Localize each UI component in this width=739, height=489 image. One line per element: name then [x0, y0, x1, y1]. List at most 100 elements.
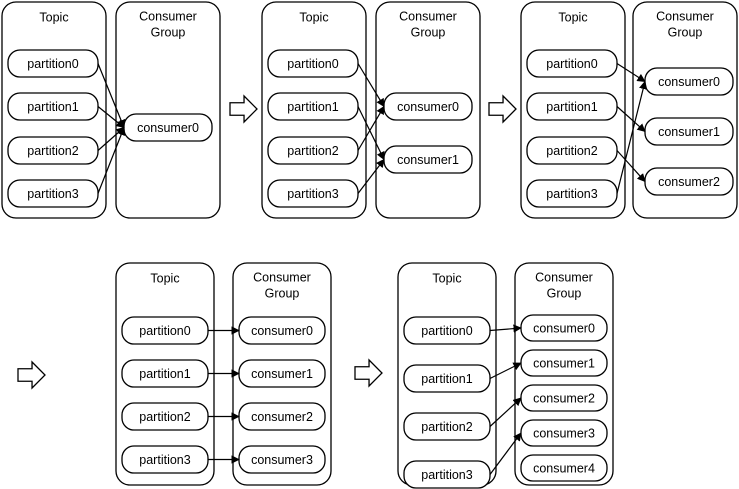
topic-container: Topic partition0 partition1 partition2 parti… [261, 1, 367, 219]
consumer-group-title-line2: Group [265, 286, 300, 300]
partition-label: partition1 [287, 100, 338, 114]
consumer-node[interactable]: consumer0 [520, 314, 608, 342]
consumer-node[interactable]: consumer3 [520, 419, 608, 447]
partition-node[interactable]: partition2 [267, 136, 359, 165]
panel-1: Topic partition0 partition1 partition2 parti… [1, 1, 221, 219]
consumer-node[interactable]: consumer0 [238, 316, 326, 345]
consumer-node[interactable]: consumer0 [123, 113, 213, 142]
partition-label: partition2 [546, 144, 597, 158]
consumer-node[interactable]: consumer1 [383, 145, 473, 174]
assignment-link-partition2-to-consumer2 [489, 397, 522, 427]
topic-container: Topic partition0 partition1 partition2 parti… [397, 262, 497, 489]
consumer-group-title-line1: Consumer [535, 270, 593, 284]
partition-node[interactable]: partition3 [267, 179, 359, 208]
partition-label: partition1 [546, 100, 597, 114]
partition-node[interactable]: partition3 [7, 179, 99, 208]
consumer-node[interactable]: consumer0 [644, 67, 734, 96]
partition-label: partition1 [421, 372, 472, 386]
step-arrows-layer [17, 94, 517, 390]
partition-label: partition3 [27, 187, 78, 201]
assignment-link-partition3-to-consumer1 [357, 158, 385, 194]
assignment-links [208, 326, 240, 464]
partition-node[interactable]: partition0 [7, 49, 99, 78]
assignment-links [616, 62, 648, 194]
partition-label: partition1 [139, 367, 190, 381]
consumer-group-title-line2: Group [151, 25, 186, 39]
consumer-label: consumer0 [251, 324, 313, 338]
partition-node[interactable]: partition2 [7, 136, 99, 165]
assignment-link-partition0-to-consumer0 [97, 63, 126, 129]
partition-label: partition3 [287, 187, 338, 201]
consumer-group-title-line1: Consumer [253, 270, 311, 284]
topic-title: Topic [150, 271, 179, 285]
partition-node[interactable]: partition1 [121, 359, 209, 388]
assignment-link-partition1-to-consumer1 [616, 106, 646, 133]
consumer-label: consumer2 [658, 175, 720, 189]
partition-node[interactable]: partition3 [121, 445, 209, 474]
consumer-label: consumer0 [658, 75, 720, 89]
partition-label: partition2 [287, 144, 338, 158]
consumer-group-title-line2: Group [547, 286, 582, 300]
consumer-group-title-line1: Consumer [656, 9, 714, 23]
partition-node[interactable]: partition1 [403, 364, 491, 393]
consumer-box[interactable] [520, 454, 608, 482]
consumer-node[interactable]: consumer1 [644, 117, 734, 146]
topic-container: Topic partition0 partition1 partition2 parti… [115, 262, 215, 486]
consumer-node[interactable]: consumer1 [520, 349, 608, 377]
assignment-link-partition2-to-consumer0 [357, 105, 385, 151]
consumer-label: consumer1 [658, 125, 720, 139]
partition-node[interactable]: partition0 [121, 316, 209, 345]
partition-node[interactable]: partition2 [526, 136, 618, 165]
assignment-links [97, 63, 126, 194]
consumer-node[interactable]: consumer0 [383, 92, 473, 121]
consumer-group-container-outline [632, 1, 738, 219]
consumer-label: consumer3 [251, 453, 313, 467]
consumer-label: consumer1 [251, 367, 313, 381]
partition-node[interactable]: partition2 [403, 412, 491, 441]
partition-node[interactable]: partition1 [267, 92, 359, 121]
assignment-links [489, 324, 522, 475]
consumer-label: consumer0 [533, 321, 595, 335]
partition-label: partition3 [546, 187, 597, 201]
partition-label: partition2 [139, 410, 190, 424]
partition-node[interactable]: partition3 [526, 179, 618, 208]
consumer-group-title-line1: Consumer [399, 9, 457, 23]
partition-node[interactable]: partition3 [403, 460, 491, 489]
topic-title: Topic [299, 10, 328, 24]
partition-label: partition3 [139, 453, 190, 467]
assignment-link-partition3-to-consumer0 [97, 126, 126, 194]
topic-container: Topic partition0 partition1 partition2 parti… [1, 1, 107, 219]
partition-label: partition0 [139, 324, 190, 338]
topic-title: Topic [39, 10, 68, 24]
consumer-label: consumer0 [137, 121, 199, 135]
partition-node[interactable]: partition1 [526, 92, 618, 121]
consumer-node[interactable]: consumer2 [238, 402, 326, 431]
assignment-link-partition1-to-consumer0 [97, 106, 125, 129]
consumer-label: consumer3 [533, 426, 595, 440]
partition-node[interactable]: partition1 [7, 92, 99, 121]
partition-node[interactable]: partition0 [267, 49, 359, 78]
assignment-link-partition3-to-consumer0 [616, 80, 648, 194]
consumer-node[interactable]: consumer4 [520, 454, 608, 482]
consumer-node[interactable]: consumer2 [644, 167, 734, 196]
partition-node[interactable]: partition2 [121, 402, 209, 431]
step-arrow-4-5-icon [354, 358, 383, 388]
assignment-link-partition1-to-consumer1 [357, 106, 385, 161]
topic-title: Topic [432, 271, 461, 285]
assignment-link-partition0-to-consumer0 [489, 324, 522, 333]
partition-node[interactable]: partition0 [403, 316, 491, 345]
partition-node[interactable]: partition0 [526, 49, 618, 78]
consumer-group-title-line2: Group [668, 25, 703, 39]
consumer-node[interactable]: consumer1 [238, 359, 326, 388]
partition-label: partition3 [421, 468, 472, 482]
partition-label: partition0 [546, 57, 597, 71]
consumer-node[interactable]: consumer2 [520, 384, 608, 412]
consumer-label: consumer1 [397, 153, 459, 167]
assignment-link-partition3-to-consumer3 [489, 432, 522, 475]
consumer-node[interactable]: consumer3 [238, 445, 326, 474]
